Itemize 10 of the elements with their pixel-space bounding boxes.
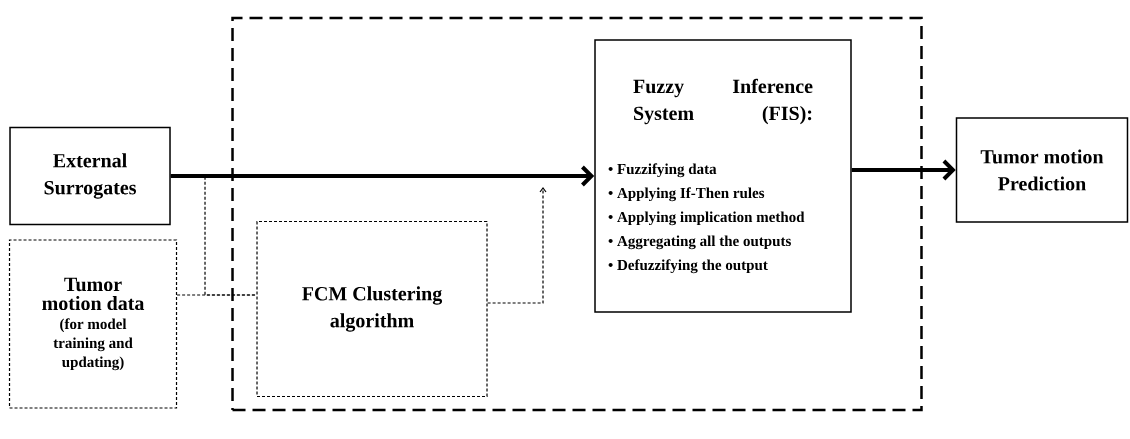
- inference-box: Fuzzy Inference System (FIS): • Fuzzifying data • Applying If-Then rules • Applying implication method • Aggregating all the outputs • Defuzzifying the output: [594, 39, 852, 313]
- arrow: [851, 159, 956, 181]
- arrow: [487, 187, 547, 304]
- data-box: Tumor motion data (for model training and updating): [8, 239, 178, 409]
- connector-line: [176, 294, 257, 296]
- arrow: [170, 165, 595, 187]
- input-box: External Surrogates: [9, 126, 171, 226]
- clustering-box: FCM Clustering algorithm: [256, 220, 488, 398]
- dashed-frame: [231, 16, 923, 412]
- output-box: Tumor motion Prediction: [955, 117, 1129, 223]
